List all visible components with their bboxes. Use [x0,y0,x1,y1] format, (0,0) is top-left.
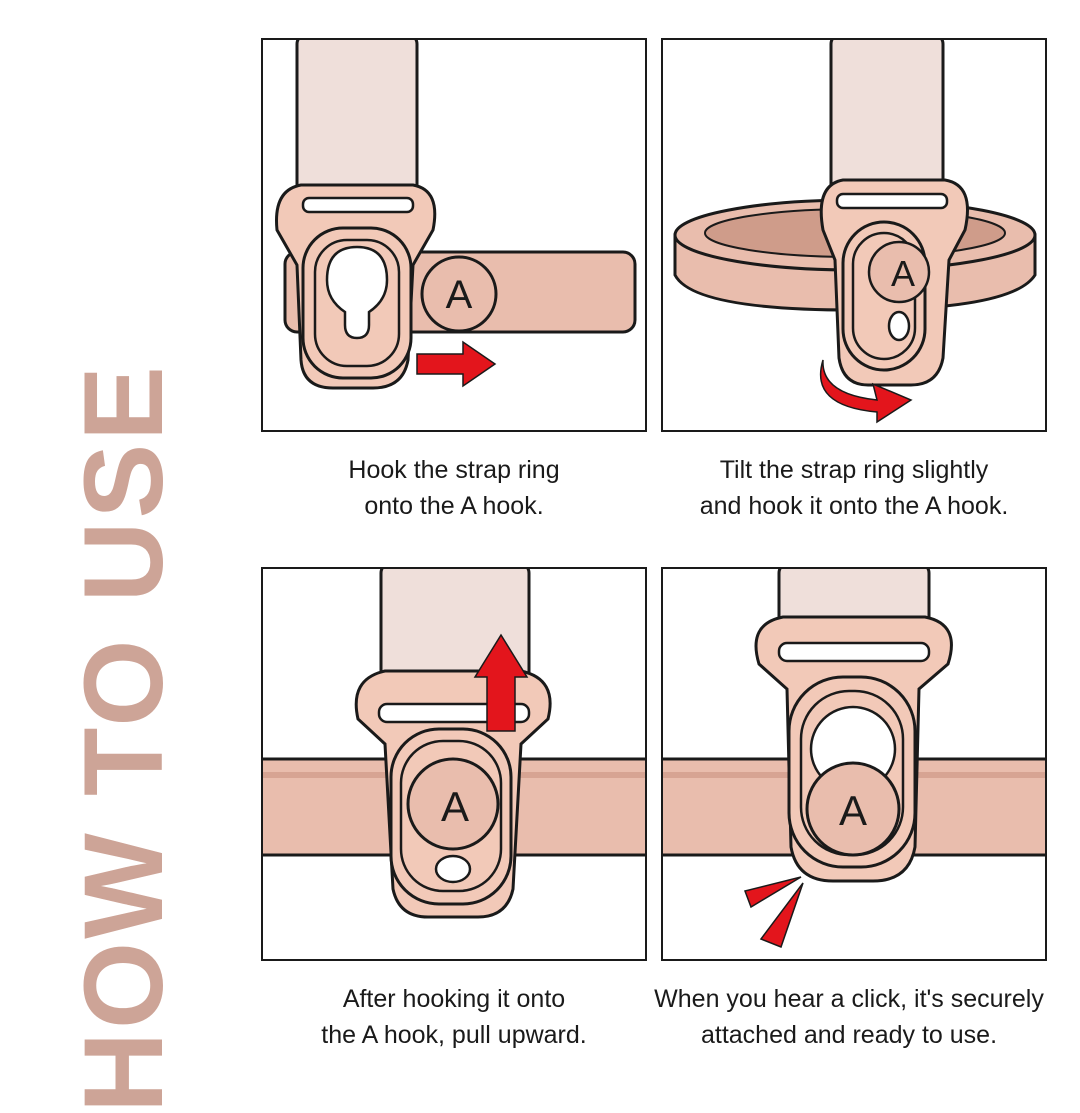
step-4-caption-line-1: When you hear a click, it's securely [654,985,1044,1013]
step-4-panel: A [661,567,1047,961]
hook-a-label: A [441,783,469,830]
arrow-up-icon [473,633,529,732]
hook-a-label: A [446,273,473,317]
arrow-right-icon [416,340,497,388]
step-3-panel: A [261,567,647,961]
strap-ring-slide-right-illustration: A [275,40,637,390]
strap-ring-click-illustration: A [663,569,1045,948]
step-1-caption-line-2: onto the A hook. [364,492,544,520]
click-spark-icon [744,876,804,948]
step-3-caption-line-2: the A hook, pull upward. [321,1021,587,1049]
step-3-caption: After hooking it onto the A hook, pull u… [261,981,647,1053]
step-2-caption: Tilt the strap ring slightly and hook it… [653,452,1055,524]
strap-ring-tilt-illustration: A [673,40,1037,424]
hook-a-label: A [839,787,867,834]
step-2-panel: A [661,38,1047,432]
step-3-caption-line-1: After hooking it onto [342,985,566,1013]
side-title: HOW TO USE [61,363,186,1113]
step-2-caption-line-2: and hook it onto the A hook. [699,492,1009,520]
step-4-caption: When you hear a click, it's securely att… [622,981,1076,1053]
strap-ring-pull-up-illustration: A [263,569,645,919]
step-1-caption-line-1: Hook the strap ring [348,456,560,484]
step-2-caption-line-1: Tilt the strap ring slightly [719,456,989,484]
hook-a-label: A [891,253,915,294]
step-4-caption-line-2: attached and ready to use. [700,1021,998,1049]
curved-arrow-icon [819,359,913,424]
step-1-panel: A [261,38,647,432]
step-1-caption: Hook the strap ring onto the A hook. [261,452,647,524]
